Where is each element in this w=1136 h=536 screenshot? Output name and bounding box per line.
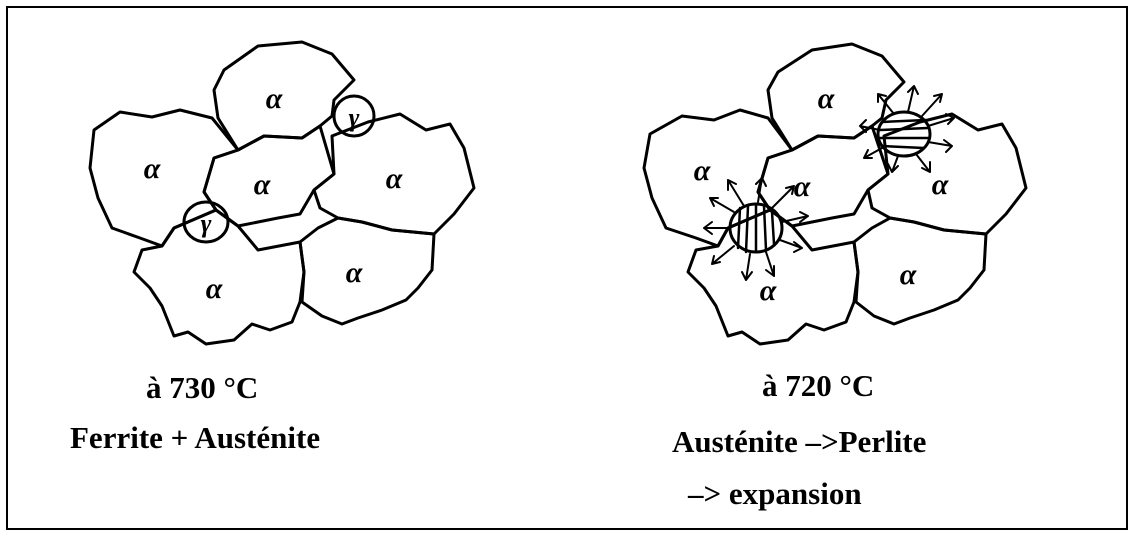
left-description: Ferrite + Austénite xyxy=(70,420,320,456)
left-temperature: à 730 °C xyxy=(146,370,258,406)
alpha-label: α xyxy=(386,162,403,195)
gamma-label: γ xyxy=(201,209,212,238)
grain-r-left xyxy=(644,110,792,246)
right-temperature: à 720 °C xyxy=(762,368,874,404)
grain-left-1 xyxy=(90,110,238,246)
alpha-label: α xyxy=(206,272,223,305)
alpha-label: α xyxy=(794,170,811,203)
alpha-label: α xyxy=(144,152,161,185)
grain-bottom-right xyxy=(300,218,434,324)
alpha-label: α xyxy=(760,274,777,307)
alpha-label: α xyxy=(818,82,835,115)
grain-r-top xyxy=(768,44,904,150)
right-note: –> expansion xyxy=(688,476,862,512)
alpha-label: α xyxy=(932,168,949,201)
alpha-label: α xyxy=(694,154,711,187)
pearlite-nucleus-center xyxy=(730,204,782,252)
right-microstructure xyxy=(644,44,1026,344)
alpha-label: α xyxy=(266,82,283,115)
alpha-label: α xyxy=(900,258,917,291)
figure-frame: α α α α α α γ γ α α α α α α à 730 °C Fer… xyxy=(6,6,1128,530)
alpha-label: α xyxy=(254,168,271,201)
alpha-label: α xyxy=(346,256,363,289)
grain-r-center xyxy=(758,126,888,226)
grain-top xyxy=(214,42,354,150)
grain-r-bottom-right xyxy=(854,218,986,324)
gamma-label: γ xyxy=(349,103,360,132)
right-description: Austénite –>Perlite xyxy=(672,424,926,460)
